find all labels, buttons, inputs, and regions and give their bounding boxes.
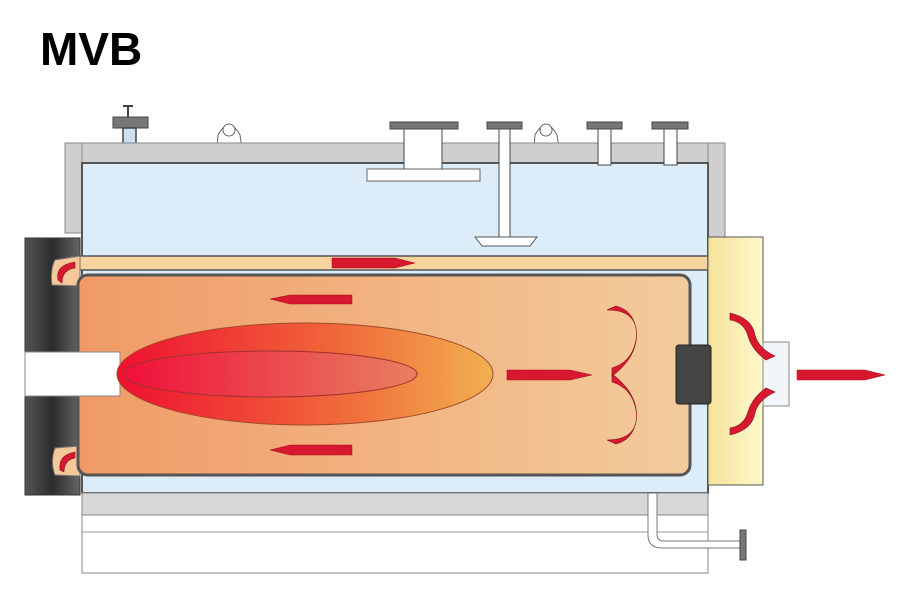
small-nozzle-2: [651, 121, 689, 166]
curl-arrow-turn-bottom: [606, 373, 637, 445]
flow-arrow-return: [331, 257, 416, 269]
burner-nozzle: [24, 351, 121, 397]
shell-right-bar: [707, 142, 726, 239]
curl-arrow-front-bottom: [59, 451, 76, 473]
small-nozzle-1: [586, 121, 623, 166]
flow-arrow-center: [506, 369, 593, 381]
flow-arrow-upper-back: [269, 294, 353, 305]
diagram-title: MVB: [40, 23, 143, 75]
shell-top-band: [64, 142, 726, 166]
rear-smoke-chamber: [707, 236, 764, 486]
steam-nozzle: [366, 121, 481, 182]
shell-left-bar: [64, 142, 83, 234]
flow-arrow-lower-back: [269, 444, 353, 456]
feed-pipe: [473, 121, 539, 247]
curl-arrow-rear-bottom: [729, 387, 776, 436]
drain-flange: [739, 529, 747, 561]
base-frame: [81, 514, 709, 574]
base-band: [81, 492, 709, 516]
curl-arrow-front-top: [57, 261, 76, 284]
flame-core: [122, 350, 418, 398]
curl-arrow-rear-top: [729, 312, 776, 361]
flow-arrow-exhaust: [796, 369, 886, 381]
rear-plug: [675, 344, 712, 405]
